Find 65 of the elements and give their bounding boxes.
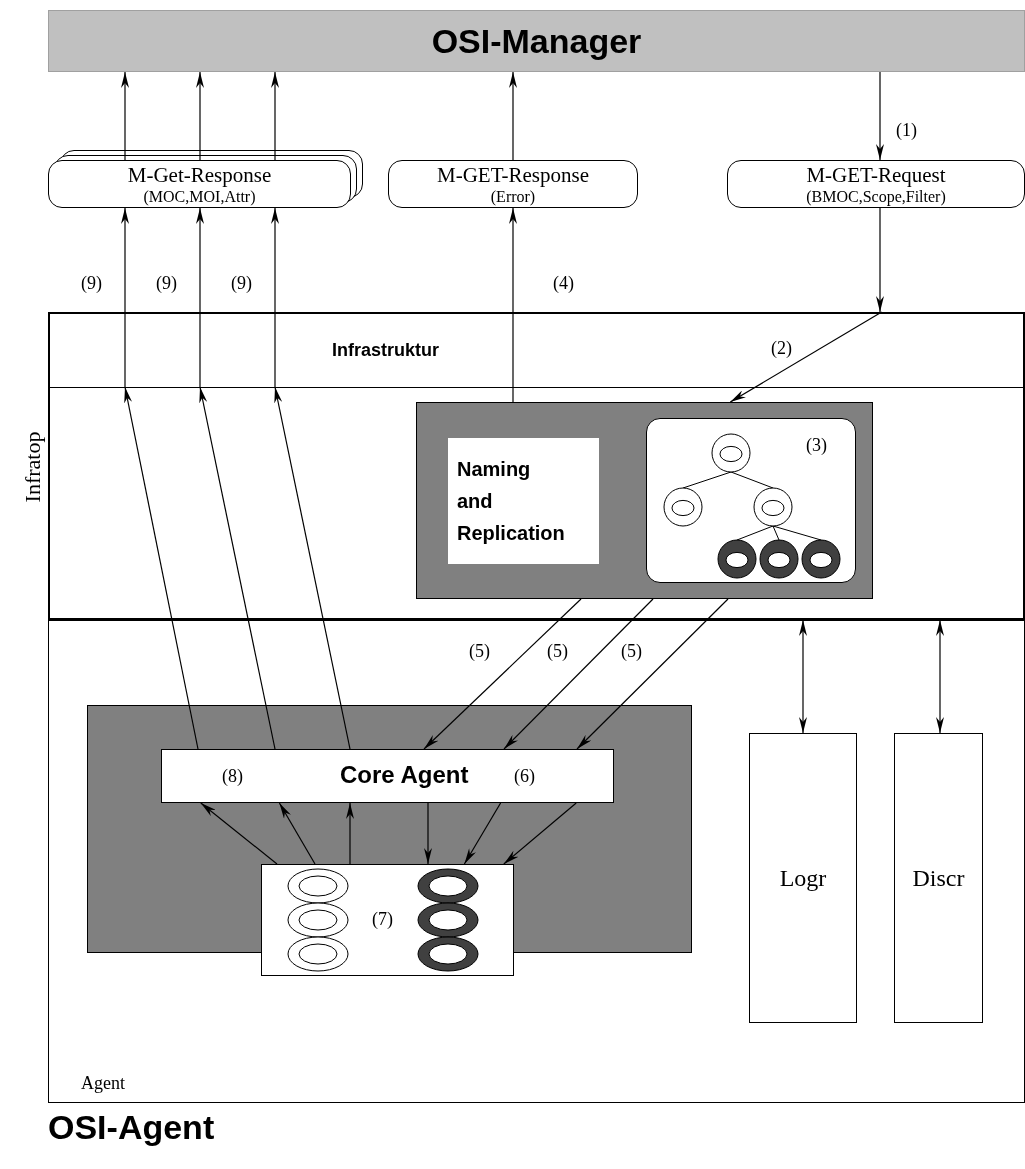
arrow bbox=[509, 71, 517, 161]
arrow bbox=[424, 802, 432, 865]
arrow bbox=[729, 311, 883, 403]
message-card bbox=[388, 160, 638, 208]
edge-label: (5) bbox=[546, 641, 569, 662]
node-subtitle: (BMOC,Scope,Filter) bbox=[806, 187, 946, 206]
object-panel bbox=[261, 864, 514, 976]
node-title: Agent bbox=[81, 1073, 125, 1094]
edge-label: (9) bbox=[80, 273, 103, 294]
manager-bar bbox=[48, 10, 1025, 72]
node-title: Core Agent bbox=[340, 761, 469, 789]
arrow bbox=[196, 207, 204, 388]
arrow bbox=[278, 802, 316, 865]
step-number: (7) bbox=[372, 909, 393, 930]
node-title: M-GET-Request bbox=[806, 162, 946, 188]
arrow bbox=[463, 802, 502, 865]
edge-label: (5) bbox=[620, 641, 643, 662]
arrow bbox=[274, 386, 351, 750]
node-title: Logr bbox=[779, 864, 827, 892]
arrow bbox=[196, 71, 204, 161]
edge-label: (9) bbox=[155, 273, 178, 294]
edge-label: (2) bbox=[770, 338, 793, 359]
node-subtitle: (Error) bbox=[490, 187, 536, 206]
node-title: M-Get-Response bbox=[127, 162, 272, 188]
arrow bbox=[271, 207, 279, 388]
edge-label: (1) bbox=[895, 120, 918, 141]
arrow bbox=[876, 207, 884, 313]
heading: OSI-Agent bbox=[48, 1108, 215, 1147]
message-card bbox=[48, 160, 351, 208]
node-title: Discr bbox=[912, 864, 965, 892]
arrow bbox=[503, 802, 577, 865]
service-panel bbox=[416, 402, 873, 599]
agent-frame bbox=[48, 620, 1025, 1103]
arrow bbox=[509, 207, 517, 403]
message-card bbox=[727, 160, 1025, 208]
edge-label: (5) bbox=[468, 641, 491, 662]
module-box bbox=[749, 733, 857, 1023]
step-number: (8) bbox=[222, 766, 243, 787]
arrow bbox=[936, 619, 944, 734]
arrow bbox=[124, 386, 199, 750]
node-title: Infratop bbox=[20, 431, 47, 503]
arrow bbox=[576, 598, 729, 750]
band-title: Infrastruktur bbox=[332, 340, 439, 361]
arrow bbox=[200, 802, 278, 865]
node-title: OSI-Manager bbox=[431, 21, 642, 61]
arrow bbox=[799, 619, 807, 734]
node-title: M-GET-Response bbox=[436, 162, 589, 188]
module-box bbox=[894, 733, 983, 1023]
arrow bbox=[346, 802, 354, 865]
arrow bbox=[121, 207, 129, 388]
arrow bbox=[271, 71, 279, 161]
arrow bbox=[121, 71, 129, 161]
step-number: (6) bbox=[514, 766, 535, 787]
node-title: Naming and Replication bbox=[457, 457, 566, 546]
arrow bbox=[199, 386, 276, 750]
arrow bbox=[876, 71, 884, 161]
edge-label: (9) bbox=[230, 273, 253, 294]
core-agent-bar bbox=[161, 749, 614, 803]
arrow bbox=[503, 598, 654, 750]
edge-label: (4) bbox=[552, 273, 575, 294]
node-subtitle: (MOC,MOI,Attr) bbox=[143, 187, 256, 206]
arrow bbox=[423, 598, 582, 750]
tree-panel bbox=[646, 418, 856, 583]
text-panel bbox=[448, 438, 599, 564]
step-number: (3) bbox=[806, 435, 827, 456]
